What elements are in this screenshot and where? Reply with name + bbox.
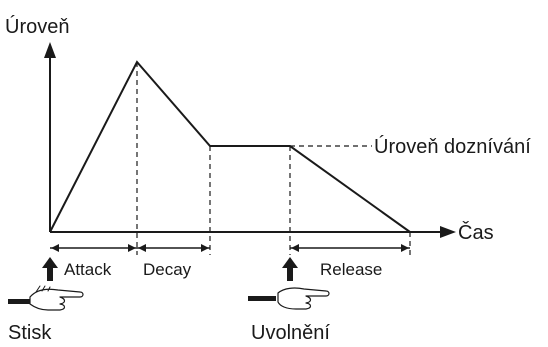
- decay-span-right-arrow: [201, 244, 209, 252]
- decay-span-left-arrow: [138, 244, 146, 252]
- attack-span-left-arrow: [51, 244, 59, 252]
- phase-label-release: Release: [320, 260, 382, 279]
- key-press-arrow-icon: [42, 257, 58, 281]
- press-label: Stisk: [8, 322, 52, 344]
- y-axis-arrowhead: [44, 42, 56, 58]
- x-axis-label: Čas: [458, 221, 494, 244]
- release-key-label: Uvolnění: [251, 322, 330, 344]
- released-finger-icon: [248, 287, 330, 310]
- pressing-finger-icon: [8, 285, 84, 311]
- envelope-curve: [49, 60, 411, 233]
- key-release-arrow-icon: [282, 257, 298, 281]
- release-span-right-arrow: [401, 244, 409, 252]
- phase-label-attack: Attack: [64, 260, 112, 279]
- release-span-left-arrow: [291, 244, 299, 252]
- y-axis-label: Úroveň: [5, 15, 69, 38]
- sustain-level-label: Úroveň doznívání: [374, 135, 531, 158]
- phase-label-decay: Decay: [143, 260, 192, 279]
- x-axis-arrowhead: [440, 226, 456, 238]
- attack-span-right-arrow: [128, 244, 136, 252]
